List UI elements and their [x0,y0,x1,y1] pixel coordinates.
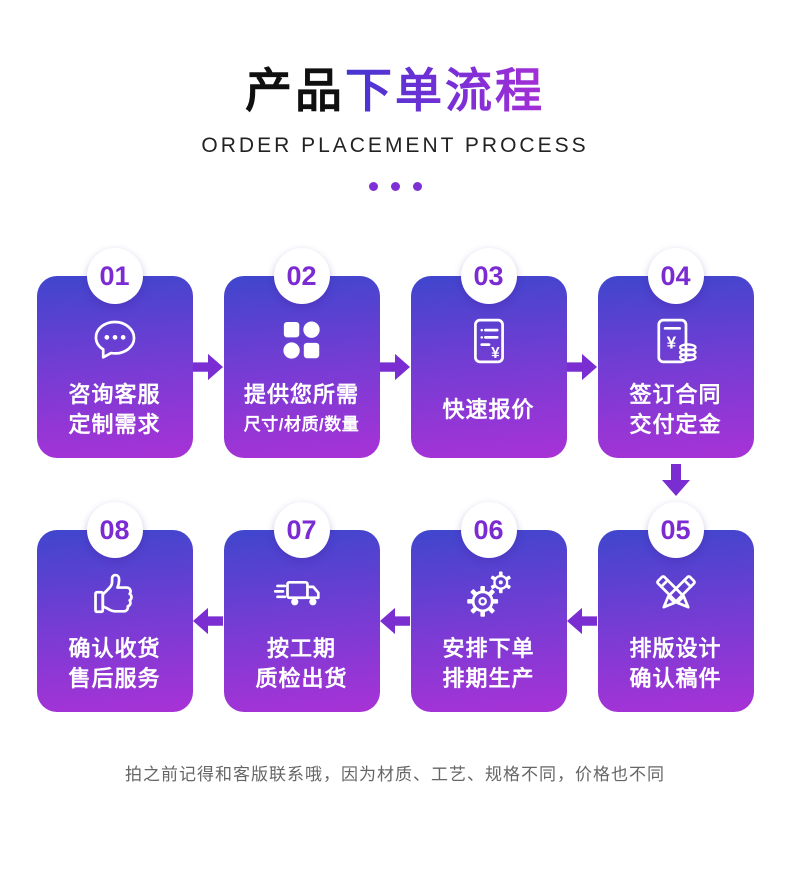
arrow-left-icon [567,502,598,712]
step-label-line1: 按工期 [266,636,336,662]
step-label-line2: 质检出货 [255,666,348,692]
step-number-badge: 04 [647,248,704,305]
step-card-04: 04 ¥ 签订合同 交付定金 [597,248,754,459]
step-label-line1: 安排下单 [442,636,535,662]
step-label-line1: 提供您所需 [243,382,359,408]
step-label-line1: 排版设计 [629,636,722,662]
step-label: 排版设计 确认稿件 [629,632,721,696]
step-label-line2: 确认稿件 [629,666,722,692]
step-label-line2: 定制需求 [68,412,161,438]
step-label-line1: 咨询客服 [68,382,161,408]
arrow-left-icon [193,502,224,712]
step-label: 按工期 质检出货 [255,632,347,696]
process-row-1: 01 咨询客服 定制需求 02 [0,248,790,459]
step-label-line1: 确认收货 [68,636,161,662]
step-label-line2: 排期生产 [442,666,535,692]
step-card-01: 01 咨询客服 定制需求 [36,248,193,459]
step-number-badge: 06 [460,502,517,559]
page-title: 产品下单流程 [0,64,790,118]
dot-icon [390,182,400,192]
svg-text:¥: ¥ [491,345,500,362]
step-label: 提供您所需 尺寸/材质/数量 [244,378,359,442]
decorative-dots [0,182,790,192]
step-card-06: 06 [410,502,567,713]
truck-icon [273,566,331,624]
row-connector [0,458,790,502]
arrow-left-icon [380,502,411,712]
design-pencils-icon [647,566,705,624]
title-accent-part: 下单流程 [345,64,545,117]
dot-icon [412,182,422,192]
step-label-line2: 尺寸/材质/数量 [243,415,360,435]
step-label: 咨询客服 定制需求 [68,378,160,442]
step-label: 快速报价 [442,378,534,442]
step-number-badge: 03 [460,248,517,305]
title-black-part: 产品 [245,64,345,117]
step-label: 签订合同 交付定金 [629,378,721,442]
step-label: 安排下单 排期生产 [442,632,534,696]
process-row-2: 08 确认收货 售后服务 07 [0,502,790,713]
step-label-line2: 售后服务 [68,666,161,692]
step-label-line1: 快速报价 [442,397,535,423]
step-label-line1: 签订合同 [629,382,722,408]
dot-icon [368,182,378,192]
contract-coins-icon: ¥ [647,312,705,370]
thumbs-up-icon [86,566,144,624]
step-label-line2: 交付定金 [629,412,722,438]
shapes-grid-icon [273,312,331,370]
step-card-03: 03 ¥ 快速报价 [410,248,567,459]
footer-note: 拍之前记得和客版联系哦，因为材质、工艺、规格不同，价格也不同 [125,765,665,785]
arrow-right-icon [567,248,598,458]
arrow-down-icon [598,458,754,502]
step-number-badge: 08 [86,502,143,559]
gears-icon [460,566,518,624]
chat-bubble-icon [86,312,144,370]
step-card-07: 07 按工期 质检出货 [223,502,380,713]
step-number-badge: 05 [647,502,704,559]
step-card-08: 08 确认收货 售后服务 [36,502,193,713]
order-process-infographic: 产品下单流程 ORDER PLACEMENT PROCESS 01 咨询客服 定… [0,64,790,785]
svg-text:¥: ¥ [666,332,676,352]
arrow-right-icon [193,248,224,458]
page-subtitle: ORDER PLACEMENT PROCESS [201,134,589,158]
step-number-badge: 02 [273,248,330,305]
step-number-badge: 01 [86,248,143,305]
arrow-right-icon [380,248,411,458]
step-label: 确认收货 售后服务 [68,632,160,696]
quote-document-icon: ¥ [460,312,518,370]
step-card-02: 02 提供您所需 尺寸/材质/数量 [223,248,380,459]
step-card-05: 05 排版设计 确认稿件 [597,502,754,713]
step-number-badge: 07 [273,502,330,559]
